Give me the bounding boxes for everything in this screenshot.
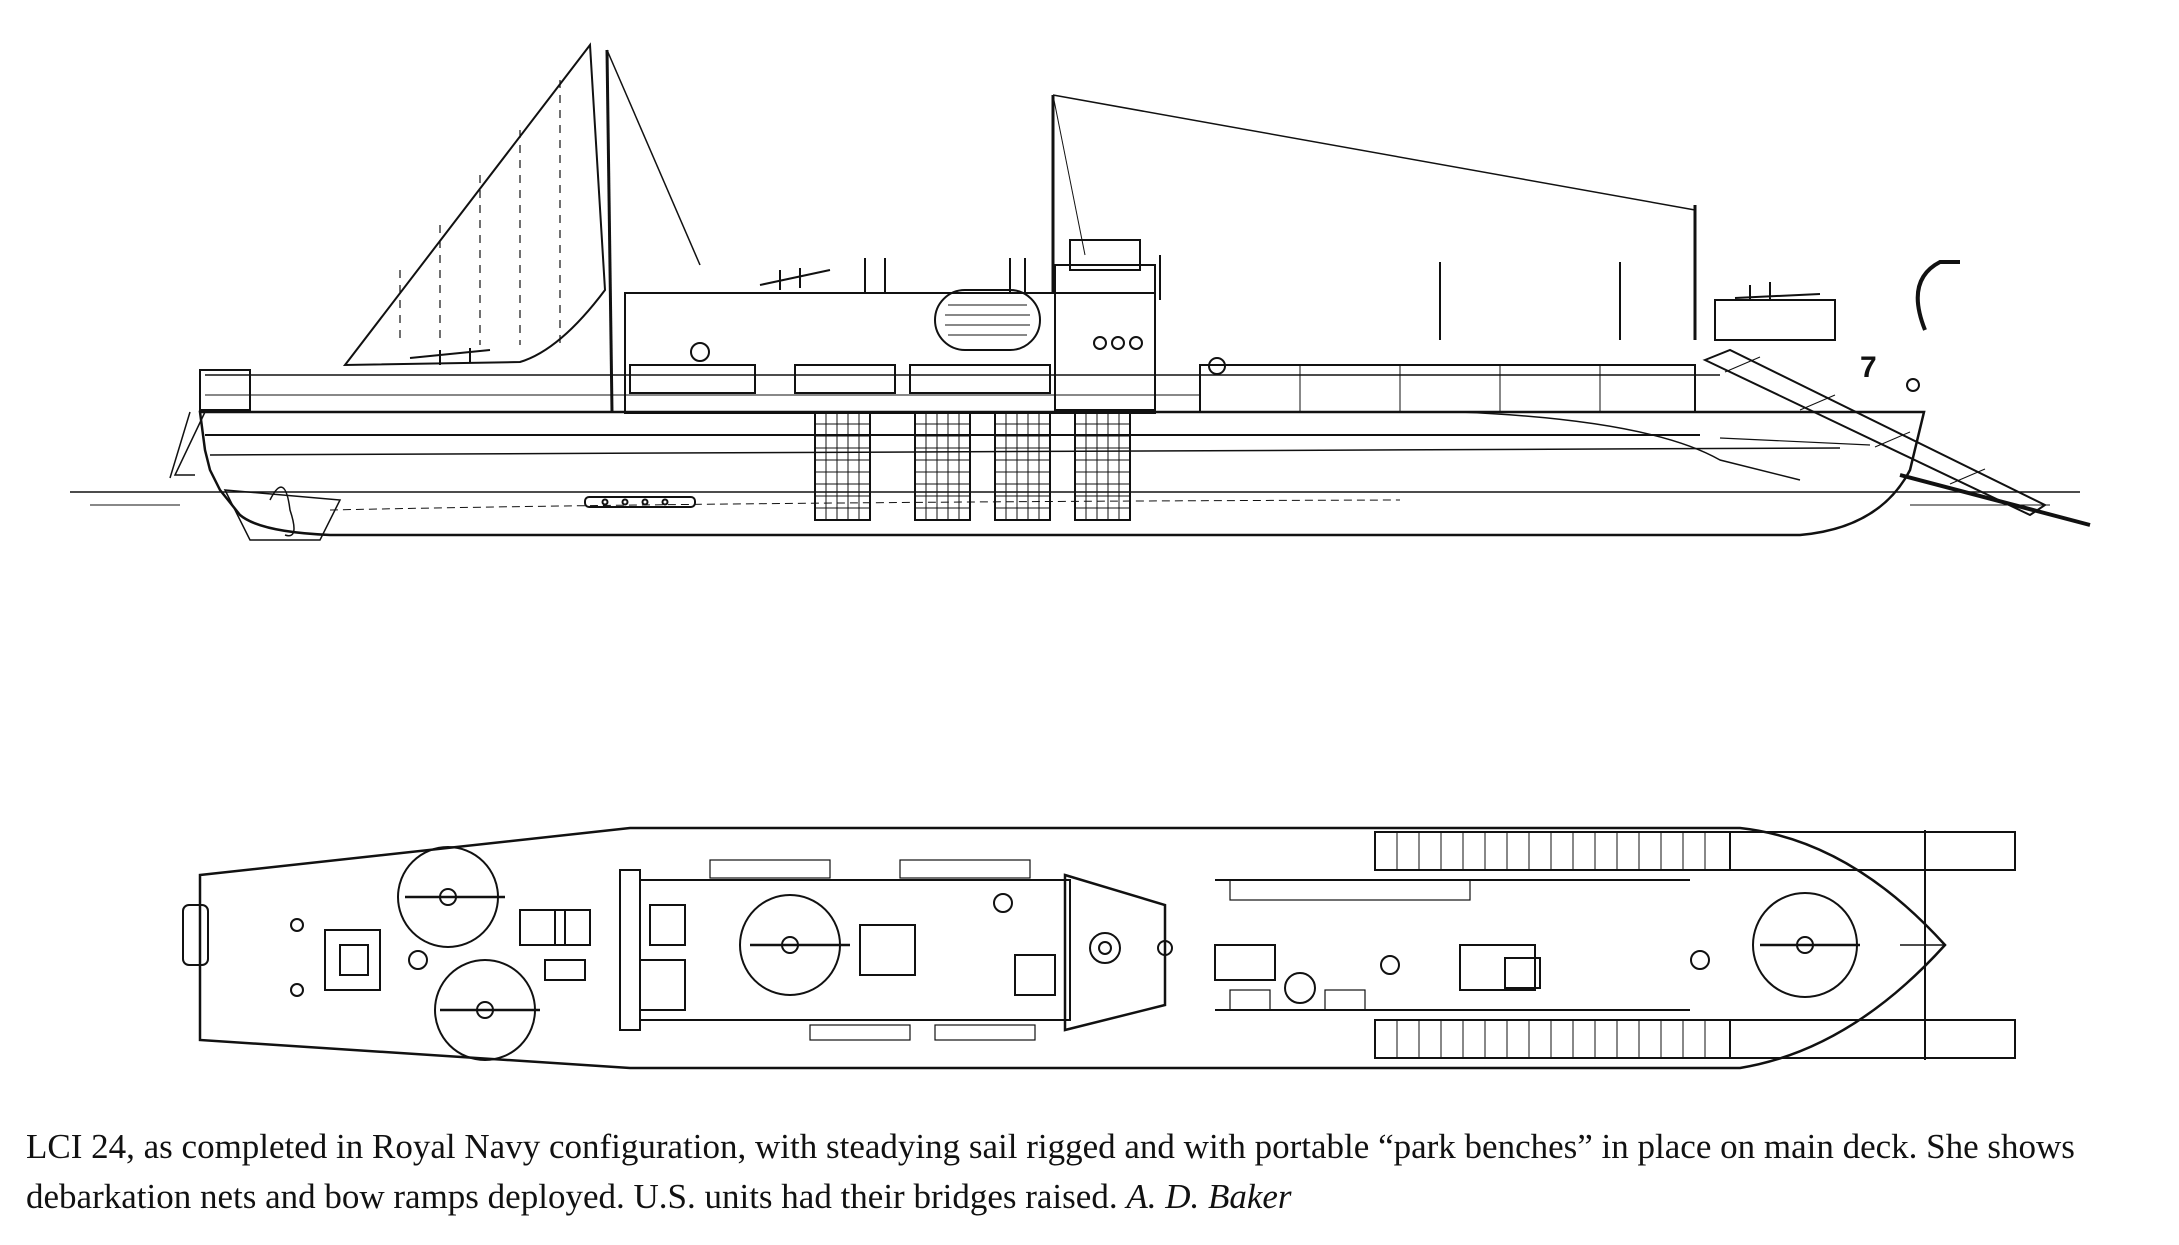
forward-gun-tub — [1752, 892, 1860, 998]
aft-gun-tub — [199, 369, 251, 411]
hatch — [408, 950, 428, 970]
life-raft — [934, 289, 1041, 351]
ramp-pole — [1899, 473, 2091, 527]
park-benches-rail — [1199, 364, 1696, 413]
caption-credit: A. D. Baker — [1126, 1177, 1292, 1216]
hull-number: 7 — [1860, 351, 1877, 384]
bow-davit — [1915, 260, 1960, 331]
benches-bottom — [809, 989, 1366, 1041]
lci-24-plan-drawing: 7 — [70, 42, 2091, 1070]
steadying-sail — [342, 42, 607, 367]
main-mast — [605, 49, 614, 413]
compass — [1089, 932, 1121, 964]
aft-gun-tub-starboard — [434, 959, 540, 1061]
bow-gun — [1734, 282, 1821, 300]
bridge-front — [1063, 873, 1167, 1032]
stern-anchor — [182, 904, 209, 966]
debarkation-nets — [814, 411, 1131, 521]
propeller — [269, 486, 295, 537]
starboard-ramp-plan — [1374, 1019, 2016, 1059]
plan-view — [182, 826, 2016, 1070]
figure-caption: LCI 24, as completed in Royal Navy confi… — [26, 1122, 2156, 1222]
porthole-strip — [584, 496, 696, 508]
bench-row — [629, 364, 756, 394]
aft-gun-tub-port — [397, 846, 505, 948]
chine-line — [329, 499, 1401, 511]
bench-row — [794, 364, 896, 394]
forestay — [1052, 94, 1696, 211]
rubbing-strake — [209, 447, 1841, 456]
bridge-gun-tub — [739, 894, 850, 996]
bridge-cab — [1069, 239, 1141, 271]
bench-row — [909, 364, 1051, 394]
forward-gun-platform — [1714, 299, 1836, 341]
caption-text: LCI 24, as completed in Royal Navy confi… — [26, 1127, 2075, 1216]
bow-ramp — [1702, 348, 2047, 517]
pilot-house — [1054, 264, 1156, 411]
aft-gun — [409, 348, 491, 365]
hull-outline — [198, 410, 1926, 537]
port-ramp-plan — [1374, 831, 2016, 871]
bridge-gun — [759, 268, 831, 290]
rudder — [223, 489, 342, 541]
bow-flare — [1459, 411, 1801, 481]
aft-winch — [324, 929, 381, 991]
bow-knuckle — [1719, 437, 1871, 446]
deckhouse-plan — [639, 879, 1071, 1021]
profile-view: 7 — [70, 42, 2091, 541]
stern-anchor-frame — [169, 411, 206, 479]
